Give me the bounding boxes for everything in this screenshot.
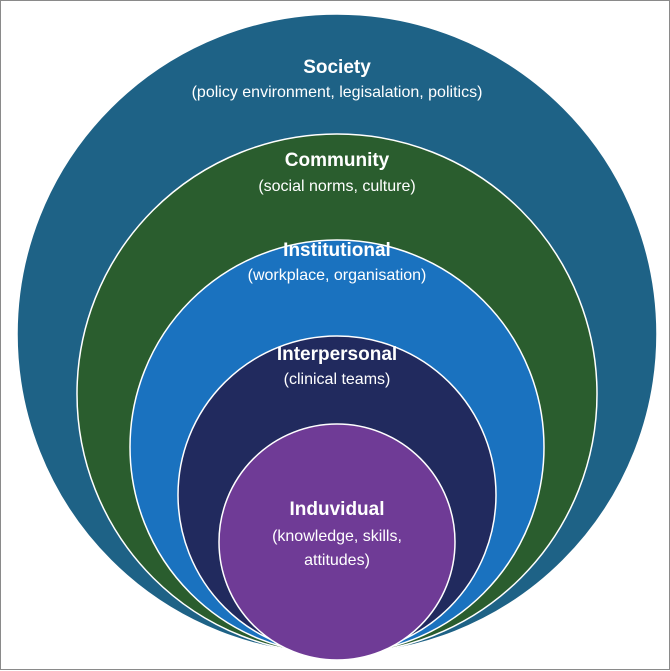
institutional-subtitle: (workplace, organisation)	[248, 267, 427, 284]
interpersonal-subtitle: (clinical teams)	[284, 371, 391, 388]
individual-subtitle-line1: (knowledge, skills,	[272, 528, 402, 545]
individual-subtitle-line2: attitudes)	[304, 552, 370, 569]
interpersonal-title: Interpersonal	[277, 344, 397, 365]
society-subtitle: (policy environment, legisalation, polit…	[192, 84, 483, 101]
individual-circle	[218, 423, 456, 661]
individual-title: Induvidual	[290, 499, 385, 520]
institutional-title: Institutional	[283, 240, 391, 261]
community-title: Community	[285, 150, 390, 171]
community-subtitle: (social norms, culture)	[258, 178, 415, 195]
society-title: Society	[303, 57, 371, 78]
